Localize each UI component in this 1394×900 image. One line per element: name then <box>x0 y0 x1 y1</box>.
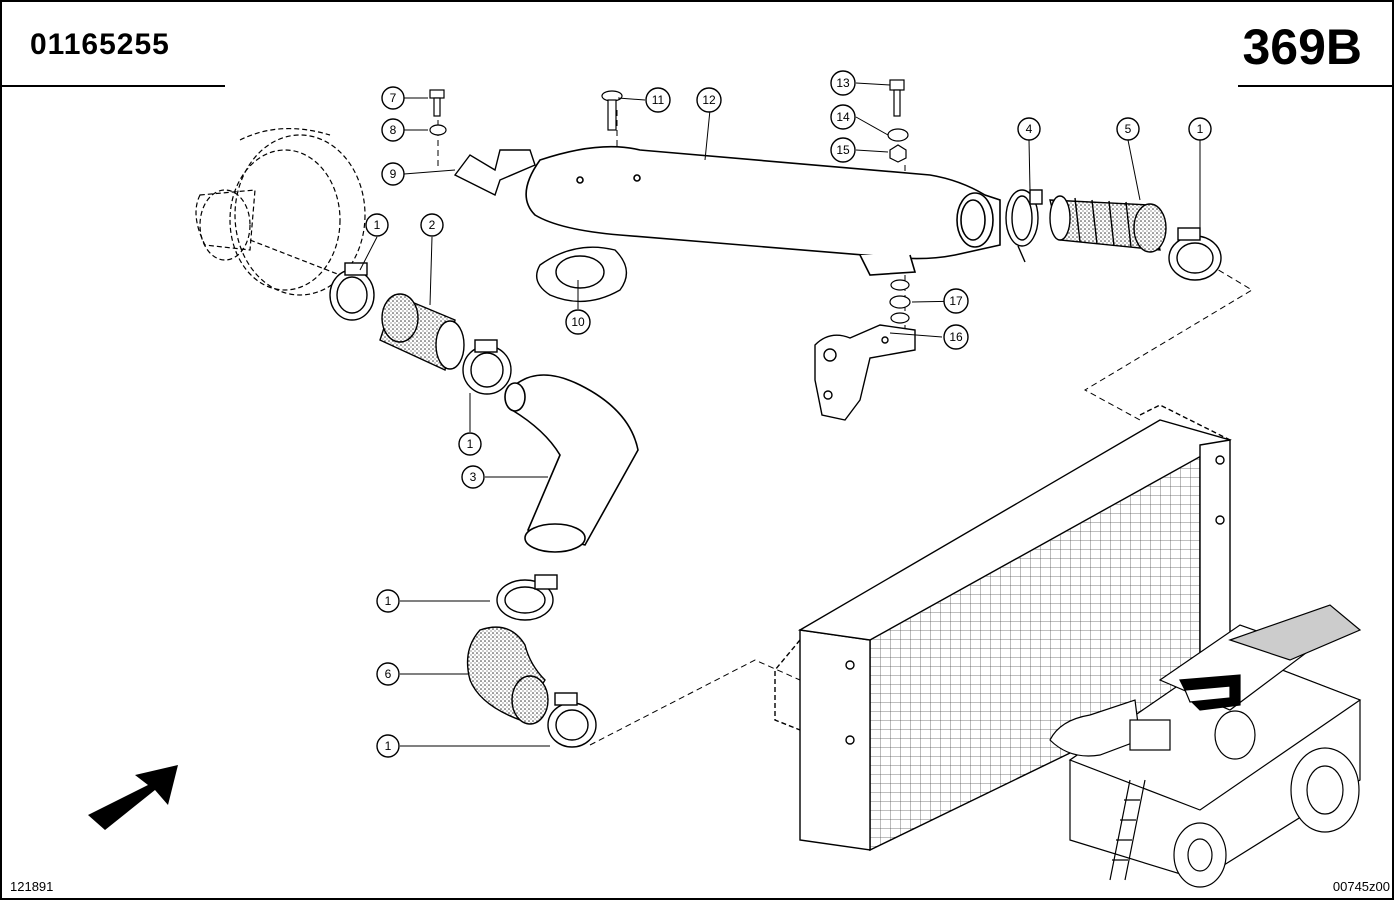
callout-label: 12 <box>702 93 716 107</box>
callout-label: 5 <box>1125 122 1132 136</box>
bolt-7 <box>429 89 447 136</box>
callout-label: 4 <box>1026 122 1033 136</box>
callout-label: 8 <box>390 123 397 137</box>
callout-leader-lines <box>359 82 1201 747</box>
callout-label: 11 <box>652 93 665 107</box>
callout-label: 1 <box>467 437 474 451</box>
gasket-ring <box>536 246 628 303</box>
charge-air-pipe <box>525 145 1001 276</box>
callout-label: 17 <box>949 294 963 308</box>
bracket-plate <box>453 149 536 196</box>
callout-label: 15 <box>836 143 850 157</box>
callout-label: 10 <box>571 315 585 329</box>
bolt-11 <box>601 90 623 131</box>
hose-clamp-lower <box>496 574 558 621</box>
orientation-arrow-icon <box>88 765 178 830</box>
callout-label: 13 <box>836 76 850 90</box>
hose-2 <box>379 293 465 372</box>
nut-stack-17 <box>889 279 911 324</box>
callout-label: 2 <box>429 218 436 232</box>
callout-label: 7 <box>390 91 397 105</box>
hose-clamp-middle <box>462 339 512 395</box>
callout-label: 6 <box>385 667 392 681</box>
callout-label: 16 <box>949 330 963 344</box>
callout-label: 3 <box>470 470 477 484</box>
hose-clamp-top-right <box>1168 227 1222 281</box>
callout-label: 1 <box>374 218 381 232</box>
callout-labels: 7 8 9 11 12 13 14 15 4 5 1 1 2 10 17 16 … <box>374 76 1204 753</box>
flex-hose-5 <box>1049 195 1167 253</box>
callout-markers <box>365 70 1212 758</box>
callout-label: 14 <box>836 110 850 124</box>
footer-left-code: 121891 <box>10 879 54 894</box>
turbocharger-dashed-outline <box>195 128 366 296</box>
hose-clamp-bottom <box>547 692 597 748</box>
page-code: 369B <box>1242 19 1362 75</box>
bolt-13 <box>887 79 909 163</box>
bent-pipe-3 <box>504 374 639 553</box>
clamp-4 <box>1005 189 1043 263</box>
mounting-bracket-16 <box>814 324 916 421</box>
document-number: 01165255 <box>30 28 170 61</box>
footer-right-code: 00745z00 <box>1332 879 1390 894</box>
intercooler-core <box>774 404 1232 852</box>
combine-harvester-locator <box>1049 604 1362 888</box>
hose-clamp-upper-left <box>329 262 375 321</box>
callout-label: 1 <box>1197 122 1204 136</box>
elbow-hose-6 <box>466 626 549 725</box>
callout-label: 9 <box>390 167 397 181</box>
callout-label: 1 <box>385 594 392 608</box>
callout-label: 1 <box>385 739 392 753</box>
